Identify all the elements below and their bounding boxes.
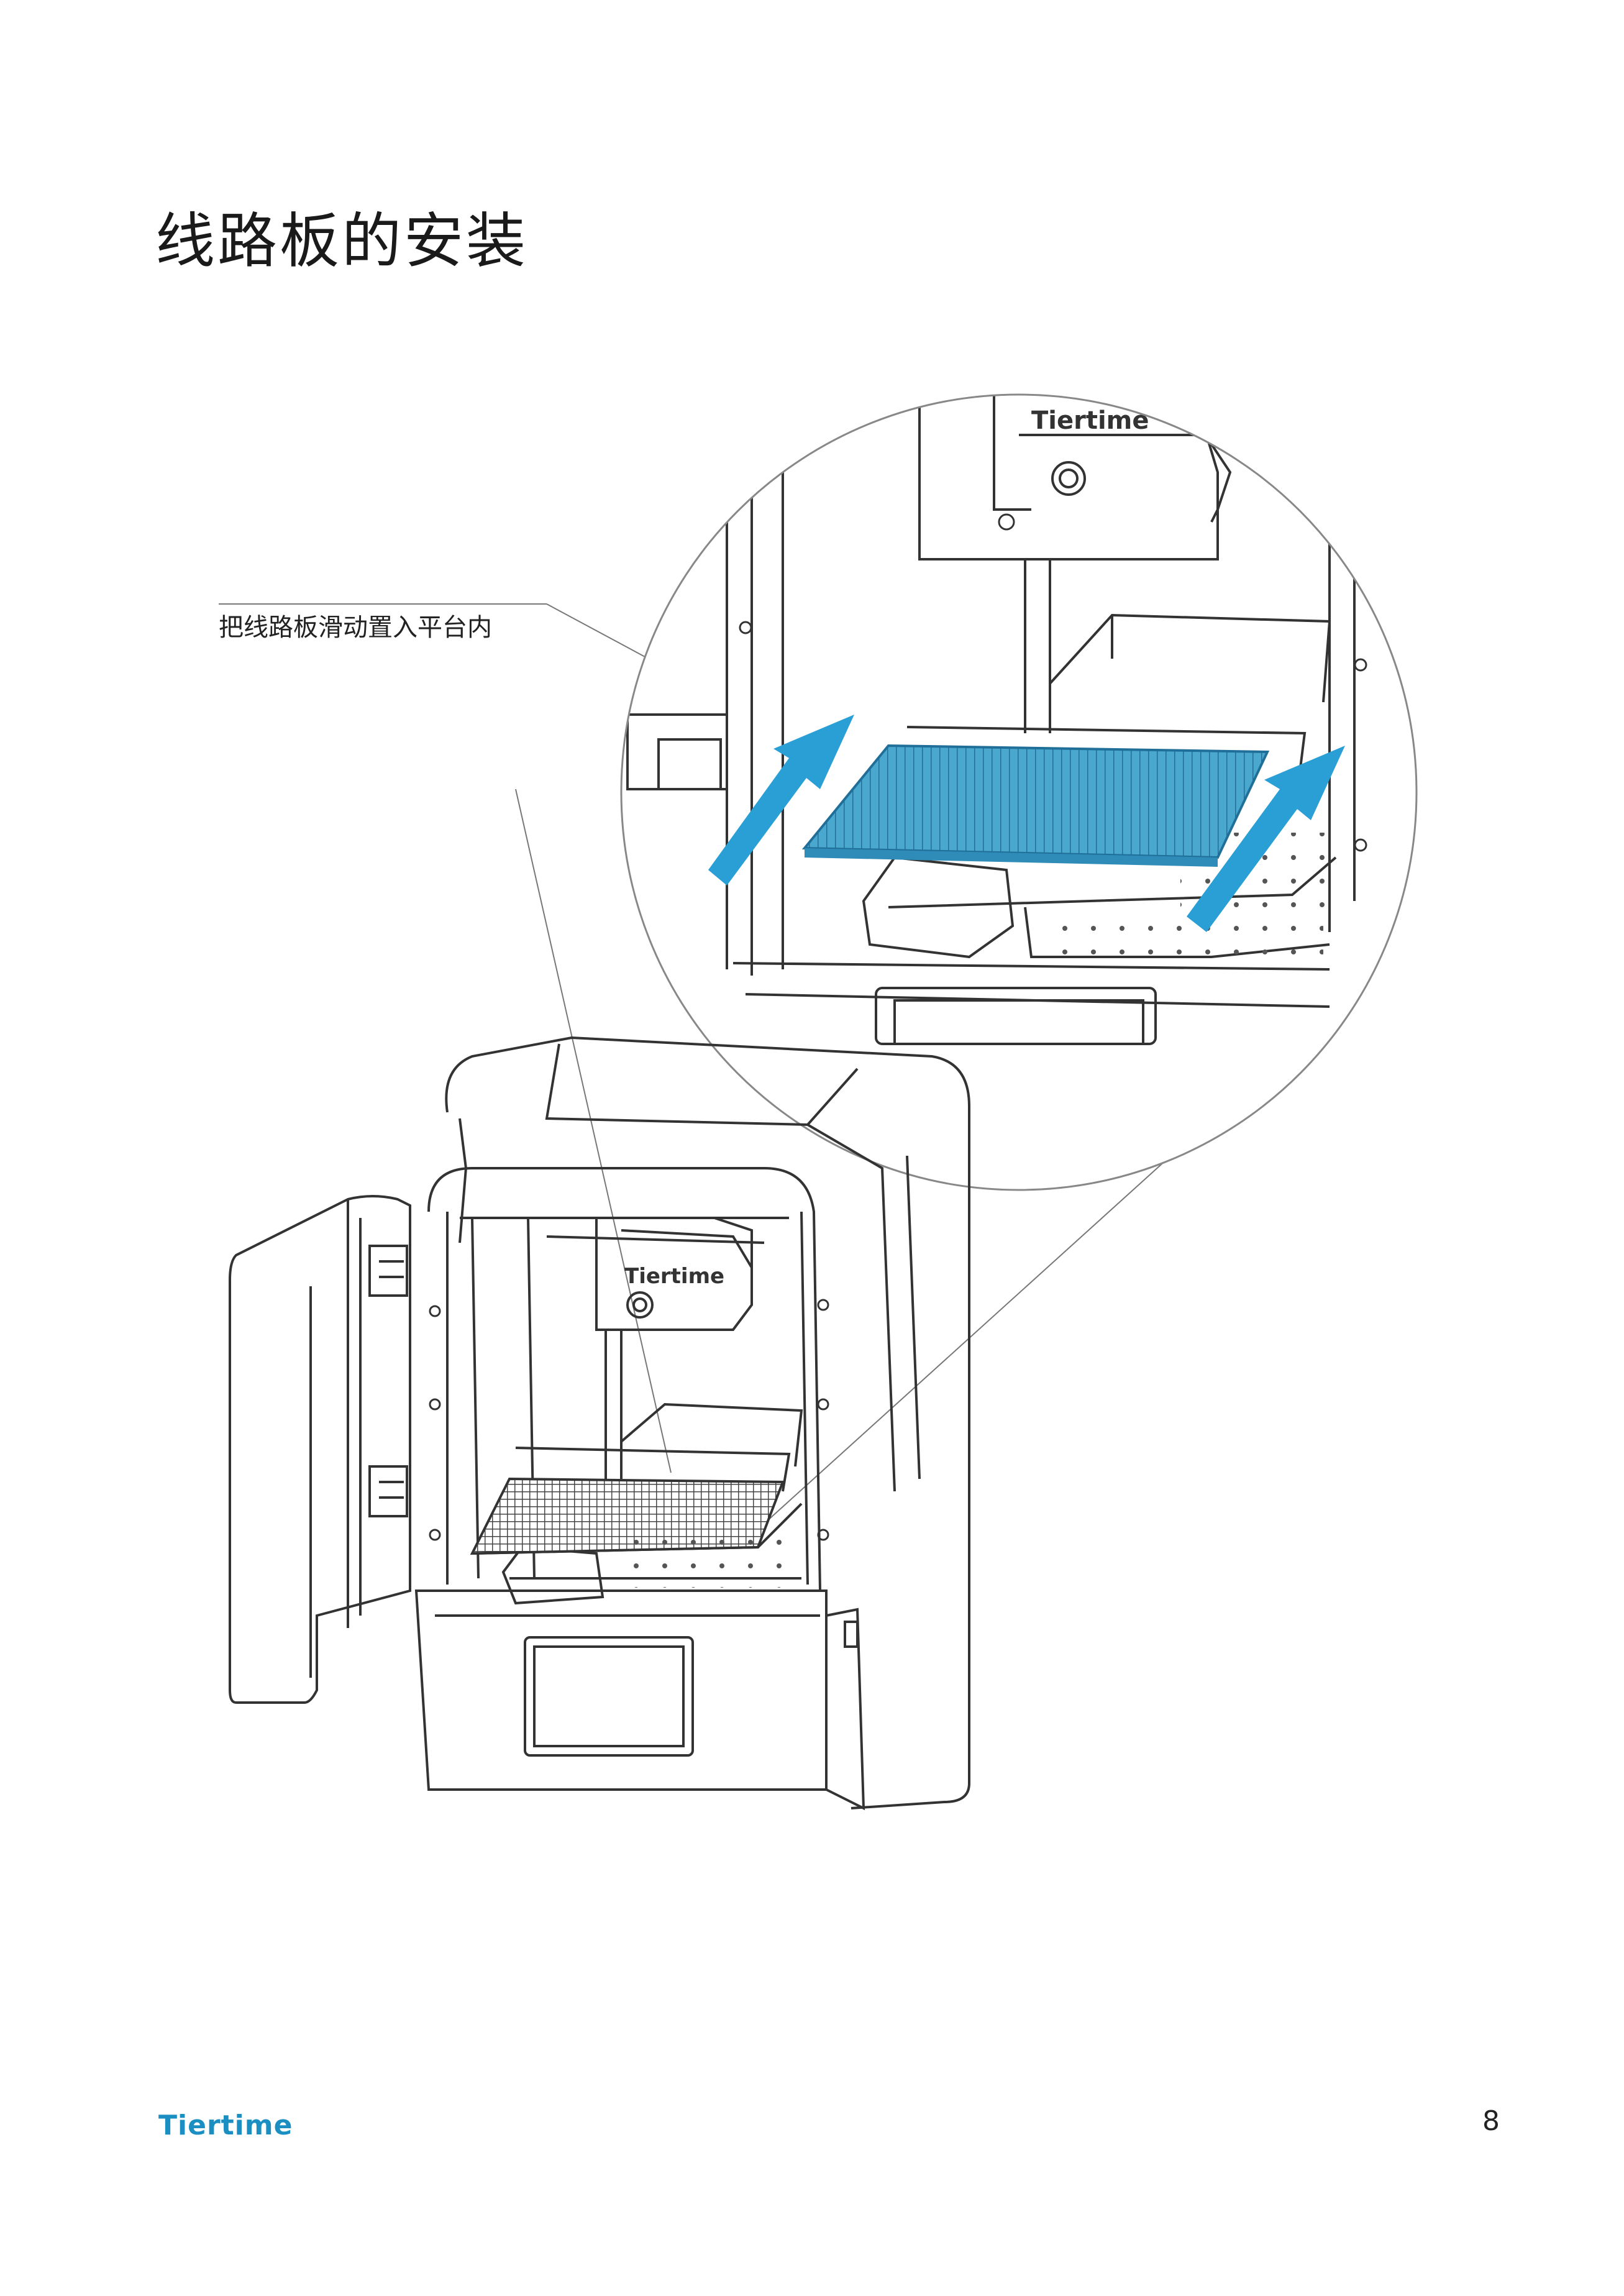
slide-arrow-right (1187, 746, 1345, 932)
printer-brand-text: Tiertime (624, 1264, 724, 1289)
zoom-circle-border (620, 393, 1418, 1191)
callout-label: 把线路板滑动置入平台内 (219, 613, 492, 642)
page-title: 线路板的安装 (155, 206, 528, 276)
zoom-detail: Tiertime (621, 395, 1416, 1190)
printer-body (229, 1036, 970, 1811)
page-number: 8 (1482, 2105, 1500, 2137)
slide-arrow-left (708, 715, 854, 885)
footer-brand-logo: Tiertime (158, 2110, 293, 2141)
